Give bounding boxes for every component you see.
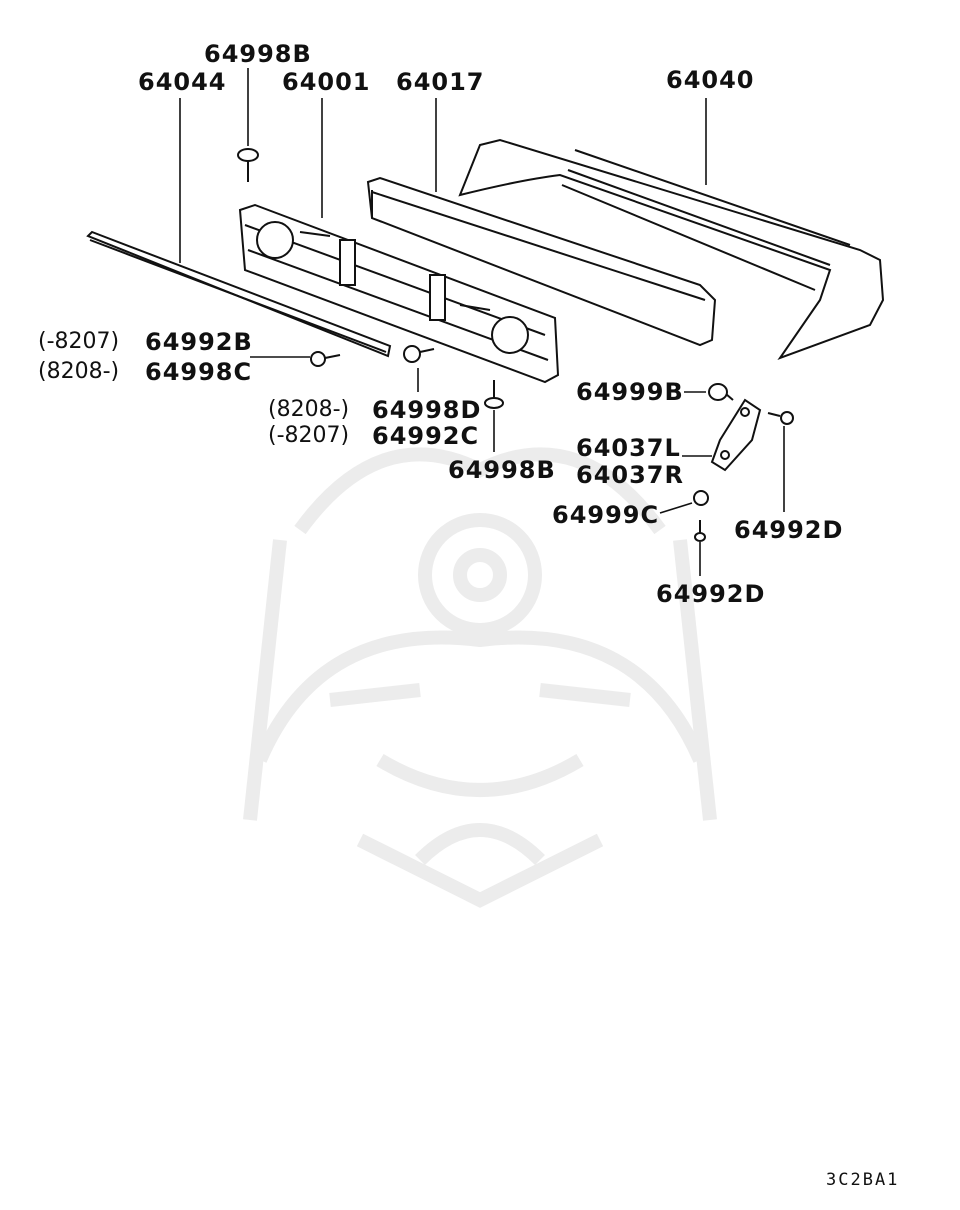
label-screw-bottom: 64992D xyxy=(656,580,766,608)
leader-lines xyxy=(179,68,785,576)
bumper-cover xyxy=(458,138,885,361)
label-mid-part-b: 64992C xyxy=(372,422,480,450)
label-left-part-a: 64992B xyxy=(145,328,253,356)
label-reinforcement: 64001 xyxy=(282,68,371,96)
label-bolt-bottom: 64998B xyxy=(448,456,556,484)
bolt-top xyxy=(237,148,259,182)
screw-right xyxy=(767,411,794,425)
label-mid-range-a: (8208-) xyxy=(268,397,350,422)
nut-mid xyxy=(403,345,435,363)
screw-bottom xyxy=(694,520,706,542)
bolt-bottom xyxy=(484,380,504,409)
label-mid-part-a: 64998D xyxy=(372,396,482,424)
energy-absorber xyxy=(366,176,717,347)
label-screw-right: 64992D xyxy=(734,516,844,544)
molding-strip xyxy=(86,230,392,358)
reinforcement-beam xyxy=(238,203,560,384)
label-clip-c: 64999C xyxy=(552,501,660,529)
clip-left xyxy=(310,351,341,367)
label-molding: 64044 xyxy=(138,68,227,96)
diagram-code: 3C2BA1 xyxy=(826,1170,900,1190)
label-left-part-b: 64998C xyxy=(145,358,253,386)
label-bolt-top: 64998B xyxy=(204,40,312,68)
label-bracket-r: 64037R xyxy=(576,461,684,489)
bracket xyxy=(710,398,762,472)
label-left-range-a: (-8207) xyxy=(38,329,120,354)
clip-c xyxy=(693,490,709,506)
clip-b xyxy=(708,383,734,401)
label-bracket-l: 64037L xyxy=(576,434,681,462)
label-bumper-cover: 64040 xyxy=(666,66,755,94)
label-clip-b: 64999B xyxy=(576,378,684,406)
label-left-range-b: (8208-) xyxy=(38,359,120,384)
watermark-emblem xyxy=(243,447,717,908)
label-absorber: 64017 xyxy=(396,68,485,96)
label-mid-range-b: (-8207) xyxy=(268,423,350,448)
